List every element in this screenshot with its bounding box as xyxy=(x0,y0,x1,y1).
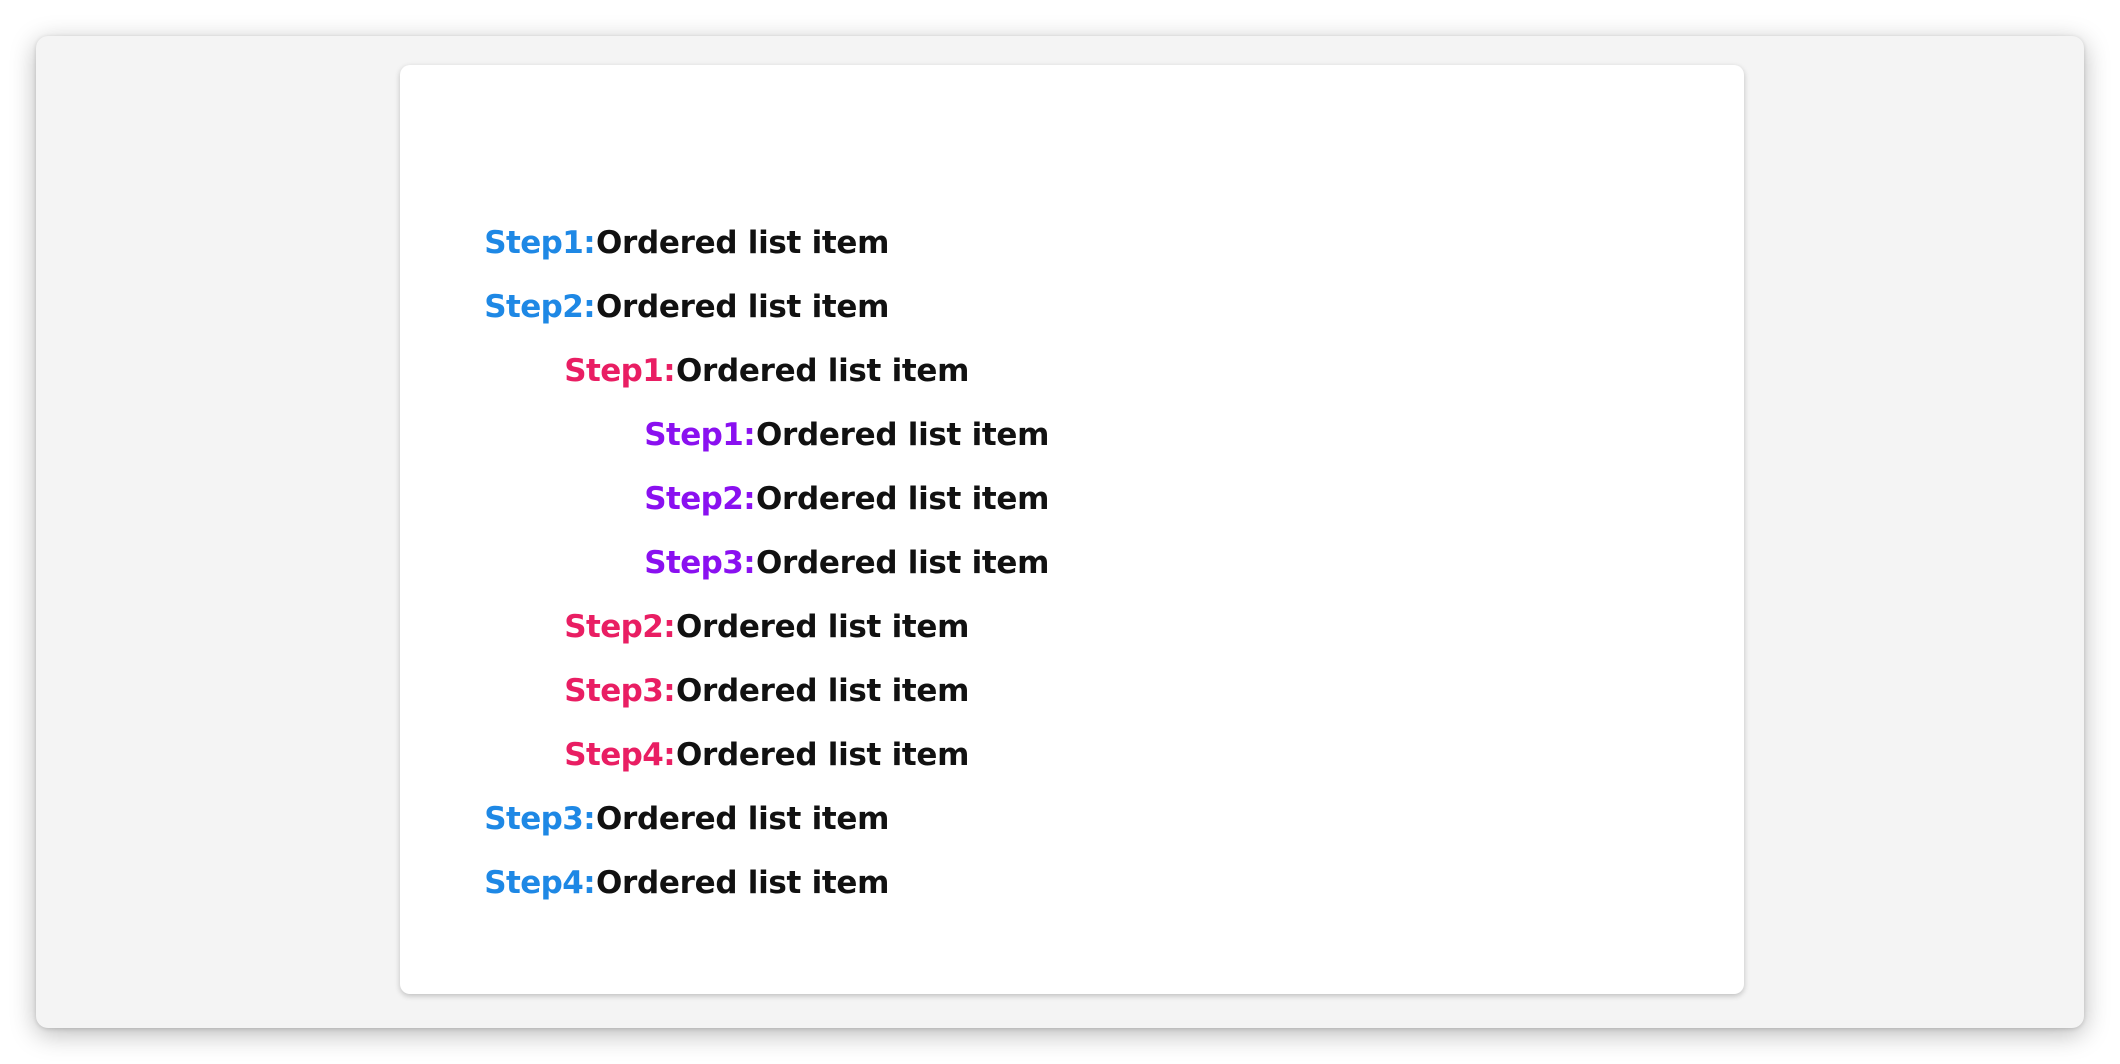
list-item-text: Ordered list item xyxy=(756,417,1050,453)
list-item-text: Ordered list item xyxy=(596,289,890,325)
list-item-text: Ordered list item xyxy=(676,353,970,389)
list-item-marker: Step1: xyxy=(644,417,755,453)
list-item-marker: Step4: xyxy=(564,737,675,773)
list-item-text: Ordered list item xyxy=(756,481,1050,517)
list-item-marker: Step4: xyxy=(484,865,595,901)
list-item-text: Ordered list item xyxy=(596,801,890,837)
list-item-marker: Step3: xyxy=(484,801,595,837)
list-item-marker: Step3: xyxy=(564,673,675,709)
list-item-text: Ordered list item xyxy=(596,225,890,261)
list-item-text: Ordered list item xyxy=(596,865,890,901)
list-item-text: Ordered list item xyxy=(676,673,970,709)
list-item-marker: Step2: xyxy=(564,609,675,645)
list-item-marker: Step1: xyxy=(564,353,675,389)
list-item-marker: Step3: xyxy=(644,545,755,581)
list-item-marker: Step1: xyxy=(484,225,595,261)
list-item-marker: Step2: xyxy=(644,481,755,517)
list-item-text: Ordered list item xyxy=(676,737,970,773)
list-item-marker: Step2: xyxy=(484,289,595,325)
list-item-text: Ordered list item xyxy=(676,609,970,645)
list-item-text: Ordered list item xyxy=(756,545,1050,581)
